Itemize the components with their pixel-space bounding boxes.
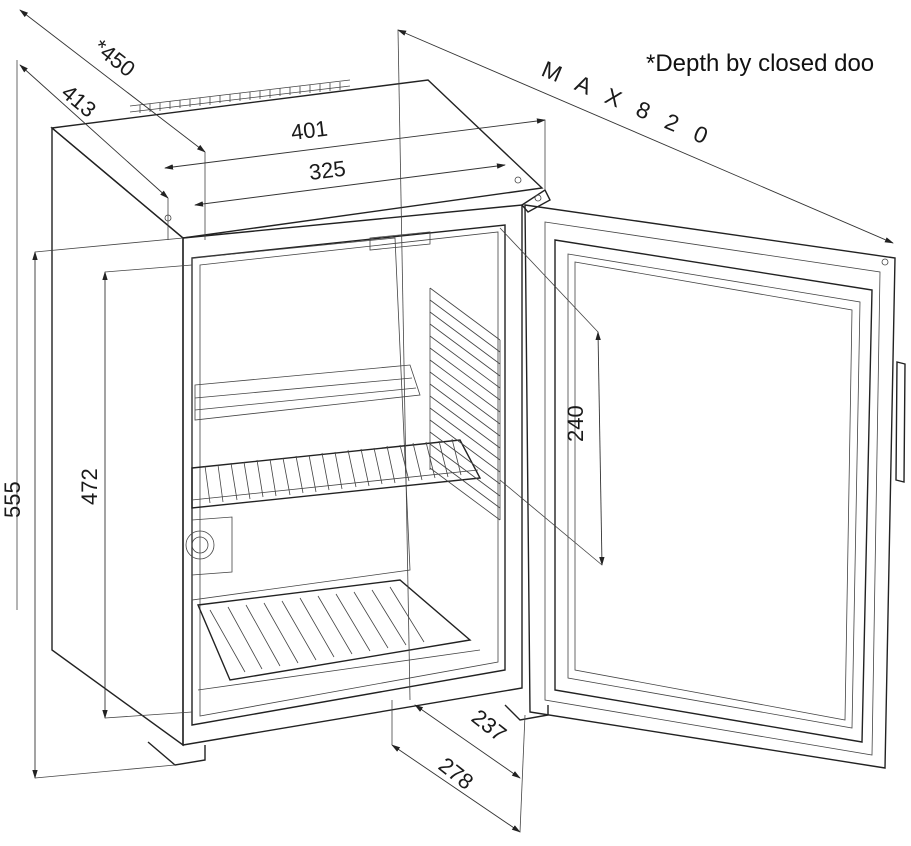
- thermostat-knob: [185, 530, 215, 560]
- door-handle: [895, 361, 906, 483]
- dimline-max-depth: [397, 29, 894, 244]
- label-depth-closed: *450: [89, 34, 140, 82]
- foot-front-left: [147, 741, 206, 766]
- dimline-depth-closed: [19, 9, 206, 153]
- label-total-height: 555: [0, 481, 25, 518]
- label-door-depth: 278: [434, 752, 478, 794]
- top-hinge: [520, 188, 551, 213]
- dimension-lines: [16, 9, 894, 833]
- bottom-crisper: [196, 579, 481, 691]
- label-outer-width: 401: [290, 116, 329, 145]
- door-glass: [567, 253, 861, 729]
- interior-opening: [191, 224, 506, 726]
- door-outer: [524, 204, 896, 769]
- cabinet-top: [50, 79, 544, 239]
- label-inner-height: 472: [77, 468, 102, 505]
- evaporator: [369, 231, 431, 251]
- wire-shelf-slats: [204, 438, 462, 504]
- dimline-upper-section: [595, 331, 605, 566]
- dimline-depth: [19, 64, 169, 199]
- label-upper-section: 240: [563, 405, 588, 442]
- cabinet-body: [50, 79, 551, 766]
- open-door: [524, 204, 906, 769]
- wire-shelf: [191, 439, 482, 509]
- cabinet-left-side: [51, 126, 184, 747]
- label-door-shelf-depth: 237: [467, 704, 511, 746]
- shelf-rails: [429, 287, 501, 521]
- door-frame: [554, 239, 873, 743]
- dimline-door-depth: [391, 744, 521, 833]
- foot-front-right: [504, 704, 549, 721]
- dimline-outer-width: [164, 118, 546, 170]
- label-inner-width: 325: [308, 156, 347, 185]
- upper-shelf-area: [185, 287, 501, 576]
- depth-footnote: *Depth by closed doo: [646, 50, 875, 77]
- label-depth: 413: [57, 80, 101, 123]
